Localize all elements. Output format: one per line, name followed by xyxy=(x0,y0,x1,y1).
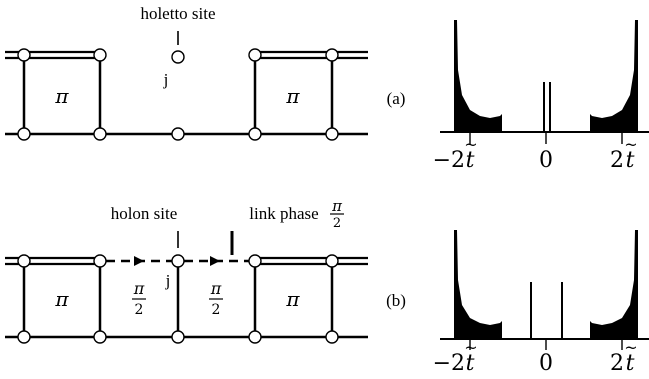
site-a-1 xyxy=(17,48,31,62)
tick-labels-a: −2 t ~ 0 2 t ~ xyxy=(433,135,638,173)
holon-site-label: holon site xyxy=(111,204,178,223)
spectrum-a xyxy=(440,20,649,144)
spectrum-b-left-band xyxy=(454,230,502,339)
tick-label-a-right-t: t xyxy=(626,148,635,173)
site-a-7 xyxy=(93,127,107,141)
panel-label-a: (a) xyxy=(387,89,406,108)
site-b-7 xyxy=(93,330,107,344)
lattice-b xyxy=(5,231,368,339)
link-phase-arrows xyxy=(134,256,220,266)
holetto-site-label: holetto site xyxy=(140,4,215,23)
tick-label-a-right-tilde: ~ xyxy=(624,135,637,154)
tick-labels-b: −2 t ~ 0 2 t ~ xyxy=(433,338,638,376)
link-phase-numerator: π xyxy=(331,197,343,215)
site-a-8 xyxy=(171,127,185,141)
spectrum-b xyxy=(440,230,649,350)
flux-b3-numerator: π xyxy=(210,279,222,298)
plaquette-flux-a-left: π xyxy=(54,84,69,108)
flux-b2-denominator: 2 xyxy=(135,302,144,318)
site-b-8 xyxy=(171,330,185,344)
site-a-2 xyxy=(93,48,107,62)
tick-label-b-left-t: t xyxy=(466,351,475,376)
tick-label-b-right-t: t xyxy=(626,351,635,376)
flux-b3-denominator: 2 xyxy=(212,302,221,318)
tick-label-a-left-num: −2 xyxy=(433,148,465,173)
site-b-5 xyxy=(325,254,339,268)
tick-label-b-left-num: −2 xyxy=(433,351,465,376)
sites-b xyxy=(17,254,339,344)
spectrum-b-right-band xyxy=(590,230,638,339)
link-phase-denominator: 2 xyxy=(333,216,341,231)
flux-b2-numerator: π xyxy=(133,279,145,298)
tick-label-b-right-tilde: ~ xyxy=(624,338,637,357)
tick-label-a-right-num: 2 xyxy=(610,148,624,173)
arrow-right-icon xyxy=(210,256,220,266)
spectrum-a-right-band xyxy=(590,20,638,132)
site-b-1 xyxy=(17,254,31,268)
site-a-4 xyxy=(248,48,262,62)
site-j-label-a: j xyxy=(163,70,169,89)
site-a-5 xyxy=(325,48,339,62)
plaquette-flux-b-right: π xyxy=(285,287,300,311)
plaquette-flux-a-right: π xyxy=(285,84,300,108)
site-b-10 xyxy=(325,330,339,344)
holon-site xyxy=(171,254,185,268)
holetto-site xyxy=(171,50,185,64)
tick-label-b-mid: 0 xyxy=(539,351,553,376)
link-phase-label: link phase xyxy=(249,204,318,223)
site-a-9 xyxy=(248,127,262,141)
site-b-9 xyxy=(248,330,262,344)
site-j-label-b: j xyxy=(165,271,171,290)
sites-a xyxy=(17,48,339,141)
link-phase-fraction: π 2 xyxy=(330,197,344,231)
plaquette-flux-b-mid-left: π 2 xyxy=(132,279,146,318)
spectrum-a-left-band xyxy=(454,20,502,132)
tick-label-a-left-tilde: ~ xyxy=(464,135,477,154)
tick-label-b-left-tilde: ~ xyxy=(464,338,477,357)
site-b-4 xyxy=(248,254,262,268)
site-a-10 xyxy=(325,127,339,141)
plaquette-flux-b-left: π xyxy=(54,287,69,311)
panel-label-b: (b) xyxy=(386,291,406,310)
plaquette-flux-b-mid-right: π 2 xyxy=(209,279,223,318)
tick-label-a-left-t: t xyxy=(466,148,475,173)
site-b-6 xyxy=(17,330,31,344)
arrow-right-icon xyxy=(134,256,144,266)
lattice-a xyxy=(5,31,368,136)
site-a-6 xyxy=(17,127,31,141)
tick-label-b-right-num: 2 xyxy=(610,351,624,376)
tick-label-a-mid: 0 xyxy=(539,148,553,173)
site-b-2 xyxy=(93,254,107,268)
